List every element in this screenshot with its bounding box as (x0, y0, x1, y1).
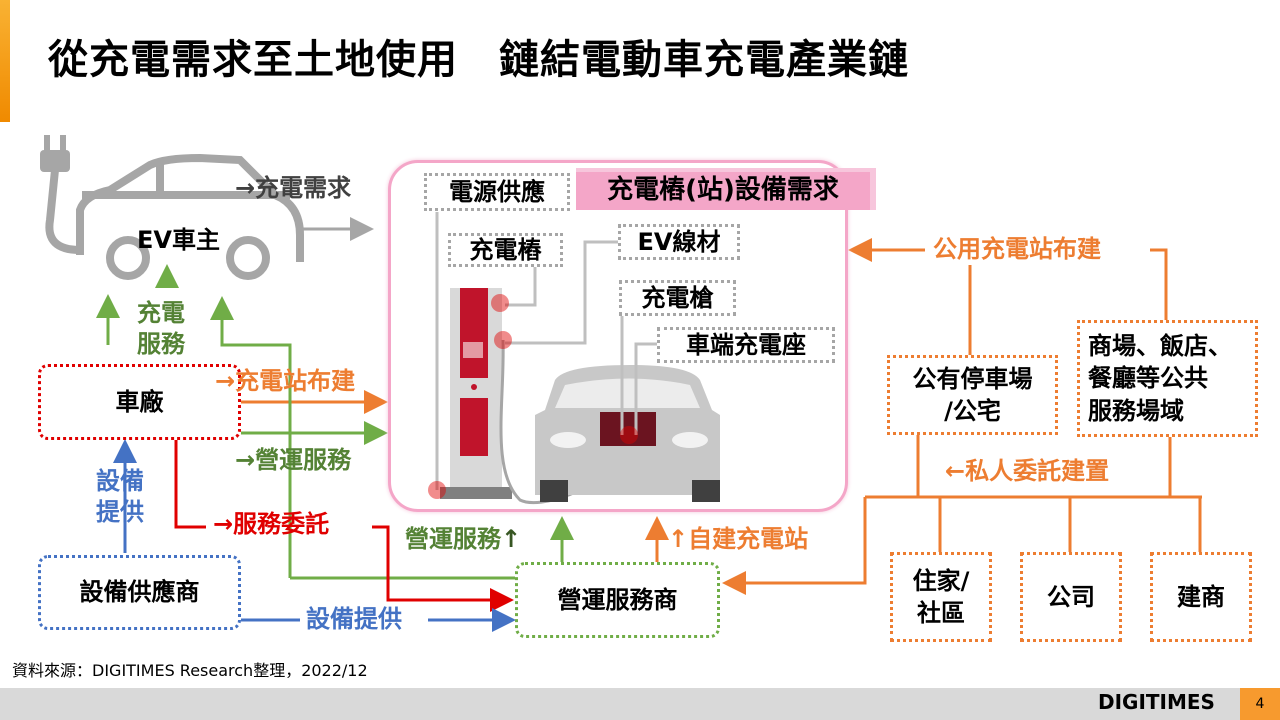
charging-pile-tag: 充電樁 (448, 233, 563, 267)
ev-owner-label: EV車主 (137, 226, 220, 254)
self-build-station-label: ↑自建充電站 (668, 525, 808, 554)
company-box: 公司 (1020, 552, 1122, 642)
plug-icon (40, 135, 70, 172)
equipment-supplier-box: 設備供應商 (38, 555, 241, 630)
charging-demand-label: →充電需求 (235, 174, 352, 202)
title-accent-bar (0, 0, 10, 122)
page-title: 從充電需求至土地使用 鏈結電動車充電產業鏈 (48, 37, 909, 83)
equipment-supply-label: 設備提供 (306, 605, 402, 633)
operation-service-label: →營運服務 (235, 446, 352, 474)
station-build-label: →充電站布建 (215, 367, 356, 395)
page-number: 4 (1240, 688, 1280, 720)
charging-pile-icon (440, 288, 624, 505)
source-note: 資料來源：DIGITIMES Research整理，2022/12 (12, 661, 368, 680)
equipment-supply-vertical-label: 設備 提供 (96, 467, 144, 527)
footer-bar (0, 688, 1240, 720)
operation-service-up-label: 營運服務↑ (405, 525, 521, 554)
up-arrow-icon: ↑ (501, 525, 522, 553)
operator-box: 營運服務商 (515, 562, 720, 638)
hotspot-markers (428, 294, 638, 499)
automaker-box: 車廠 (38, 364, 241, 440)
vehicle-inlet-tag: 車端充電座 (657, 327, 835, 363)
charging-service-label: 充電 服務 (137, 299, 185, 359)
digitimes-logo: DIGITIMES (1098, 690, 1215, 714)
service-commission-label: →服務委託 (213, 510, 330, 538)
charging-gun-tag: 充電槍 (619, 280, 736, 316)
private-commission-label: ←私人委託建置 (945, 457, 1110, 486)
equipment-demand-header: 充電樁(站)設備需求 (576, 168, 876, 210)
car-front-icon (535, 365, 720, 502)
self-build-station-text: 自建充電站 (688, 525, 809, 553)
residence-box: 住家/ 社區 (890, 552, 992, 642)
power-supply-tag: 電源供應 (424, 173, 570, 211)
ev-cable-tag: EV線材 (618, 224, 740, 260)
public-station-build-label: 公用充電站布建 (933, 235, 1101, 263)
commercial-venues-box: 商場、飯店、 餐廳等公共 服務場域 (1077, 320, 1258, 437)
operation-service-up-text: 營運服務 (405, 525, 501, 553)
builder-box: 建商 (1150, 552, 1252, 642)
public-parking-box: 公有停車場 /公宅 (887, 355, 1058, 435)
up-arrow-icon: ↑ (668, 525, 689, 553)
ev-car-outline-icon (45, 153, 304, 280)
